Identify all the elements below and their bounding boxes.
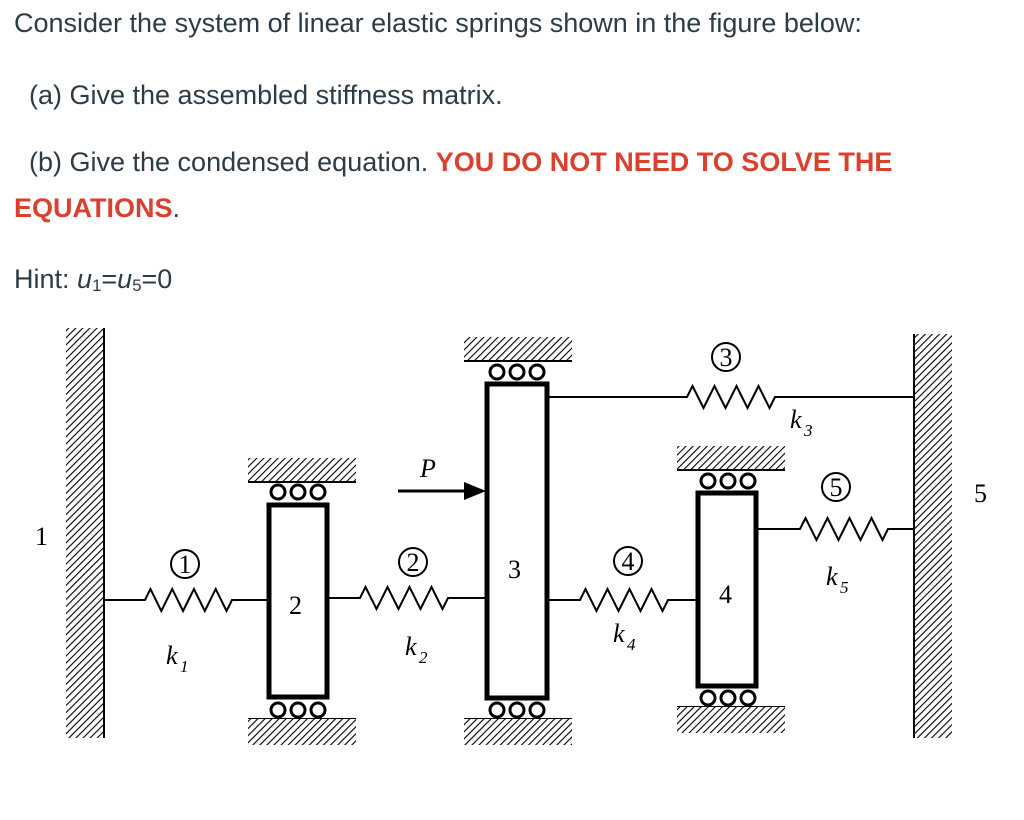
hint-u1: u	[77, 264, 93, 294]
block3-top-rollers	[488, 363, 546, 381]
node-label-3: 3	[508, 555, 521, 584]
question-part-a: (a) Give the assembled stiffness matrix.	[29, 80, 503, 110]
stiffness-label-k5: k 5	[826, 562, 849, 597]
block2-bottom-guide	[248, 719, 356, 745]
spring-5	[756, 515, 914, 543]
stiffness-label-k3: k 3	[790, 405, 813, 440]
svg-text:3: 3	[720, 343, 733, 372]
node-label-1: 1	[35, 522, 48, 551]
force-label: P	[419, 454, 436, 483]
element-label-1: 1	[170, 549, 200, 579]
svg-text:5: 5	[830, 473, 843, 502]
hint-prefix: Hint:	[14, 264, 78, 294]
question-part-b-continued: EQUATIONS.	[14, 193, 180, 224]
part-b-emphasis-continued: EQUATIONS	[14, 193, 173, 223]
node-label-2: 2	[289, 591, 302, 620]
stiffness-label-k2: k 2	[405, 632, 428, 667]
hint-eq2: =0	[141, 264, 173, 294]
spring-2	[327, 584, 487, 612]
block4-bottom-rollers	[699, 689, 757, 707]
svg-text:4: 4	[627, 635, 636, 654]
block2-top-guide	[248, 458, 356, 482]
question-part-b: (b) Give the condensed equation. YOU DO …	[29, 147, 892, 178]
part-b-emphasis: YOU DO NOT NEED TO SOLVE THE	[435, 147, 893, 177]
spring-1	[104, 586, 269, 614]
question-intro: Consider the system of linear elastic sp…	[14, 8, 862, 38]
block2-top-rollers	[269, 483, 327, 501]
block4-top-guide	[677, 446, 785, 470]
element-label-4: 4	[613, 546, 643, 576]
svg-text:1: 1	[180, 657, 189, 676]
svg-text:k: k	[790, 405, 802, 434]
block-2	[266, 502, 330, 700]
svg-text:k: k	[405, 632, 417, 661]
svg-text:3: 3	[803, 421, 813, 440]
block4-bottom-guide	[677, 707, 785, 733]
spring1-coil	[104, 586, 269, 614]
hint: Hint: u1=u5=0	[14, 264, 172, 296]
element-label-3: 3	[711, 342, 741, 372]
svg-text:1: 1	[179, 550, 192, 579]
spring-3	[547, 383, 914, 411]
block4-top-rollers	[699, 472, 757, 490]
svg-text:4: 4	[622, 547, 635, 576]
element-label-2: 2	[398, 547, 428, 577]
spring5-coil	[756, 515, 914, 543]
node-label-4: 4	[719, 580, 732, 609]
block2-bottom-rollers	[269, 701, 327, 719]
part-b-suffix: .	[172, 193, 181, 223]
svg-text:2: 2	[419, 648, 428, 667]
element-label-5: 5	[821, 472, 851, 502]
svg-text:2: 2	[407, 548, 420, 577]
spring4-coil	[547, 586, 698, 614]
force-arrow-head	[464, 482, 486, 500]
hint-sub1: 1	[92, 276, 102, 295]
right-wall	[914, 334, 952, 738]
svg-text:k: k	[826, 562, 838, 591]
left-wall	[66, 328, 104, 738]
block3-bottom-rollers	[488, 701, 546, 719]
svg-text:k: k	[613, 619, 625, 648]
block3-top-guide	[464, 337, 572, 361]
spring-4	[547, 586, 698, 614]
block3-bottom-guide	[464, 719, 572, 745]
hint-eq1: =	[101, 264, 118, 294]
block-3	[484, 381, 550, 701]
hint-sub5: 5	[132, 276, 142, 295]
stiffness-label-k1: k 1	[166, 641, 189, 676]
node-label-5: 5	[974, 479, 987, 508]
spring2-coil	[327, 584, 487, 612]
svg-text:5: 5	[840, 578, 849, 597]
hint-u5: u	[117, 264, 133, 294]
block-4	[695, 490, 759, 689]
spring3-coil	[547, 383, 914, 411]
svg-text:k: k	[166, 641, 178, 670]
stiffness-label-k4: k 4	[613, 619, 636, 654]
part-b-prefix: (b) Give the condensed equation.	[29, 147, 436, 177]
